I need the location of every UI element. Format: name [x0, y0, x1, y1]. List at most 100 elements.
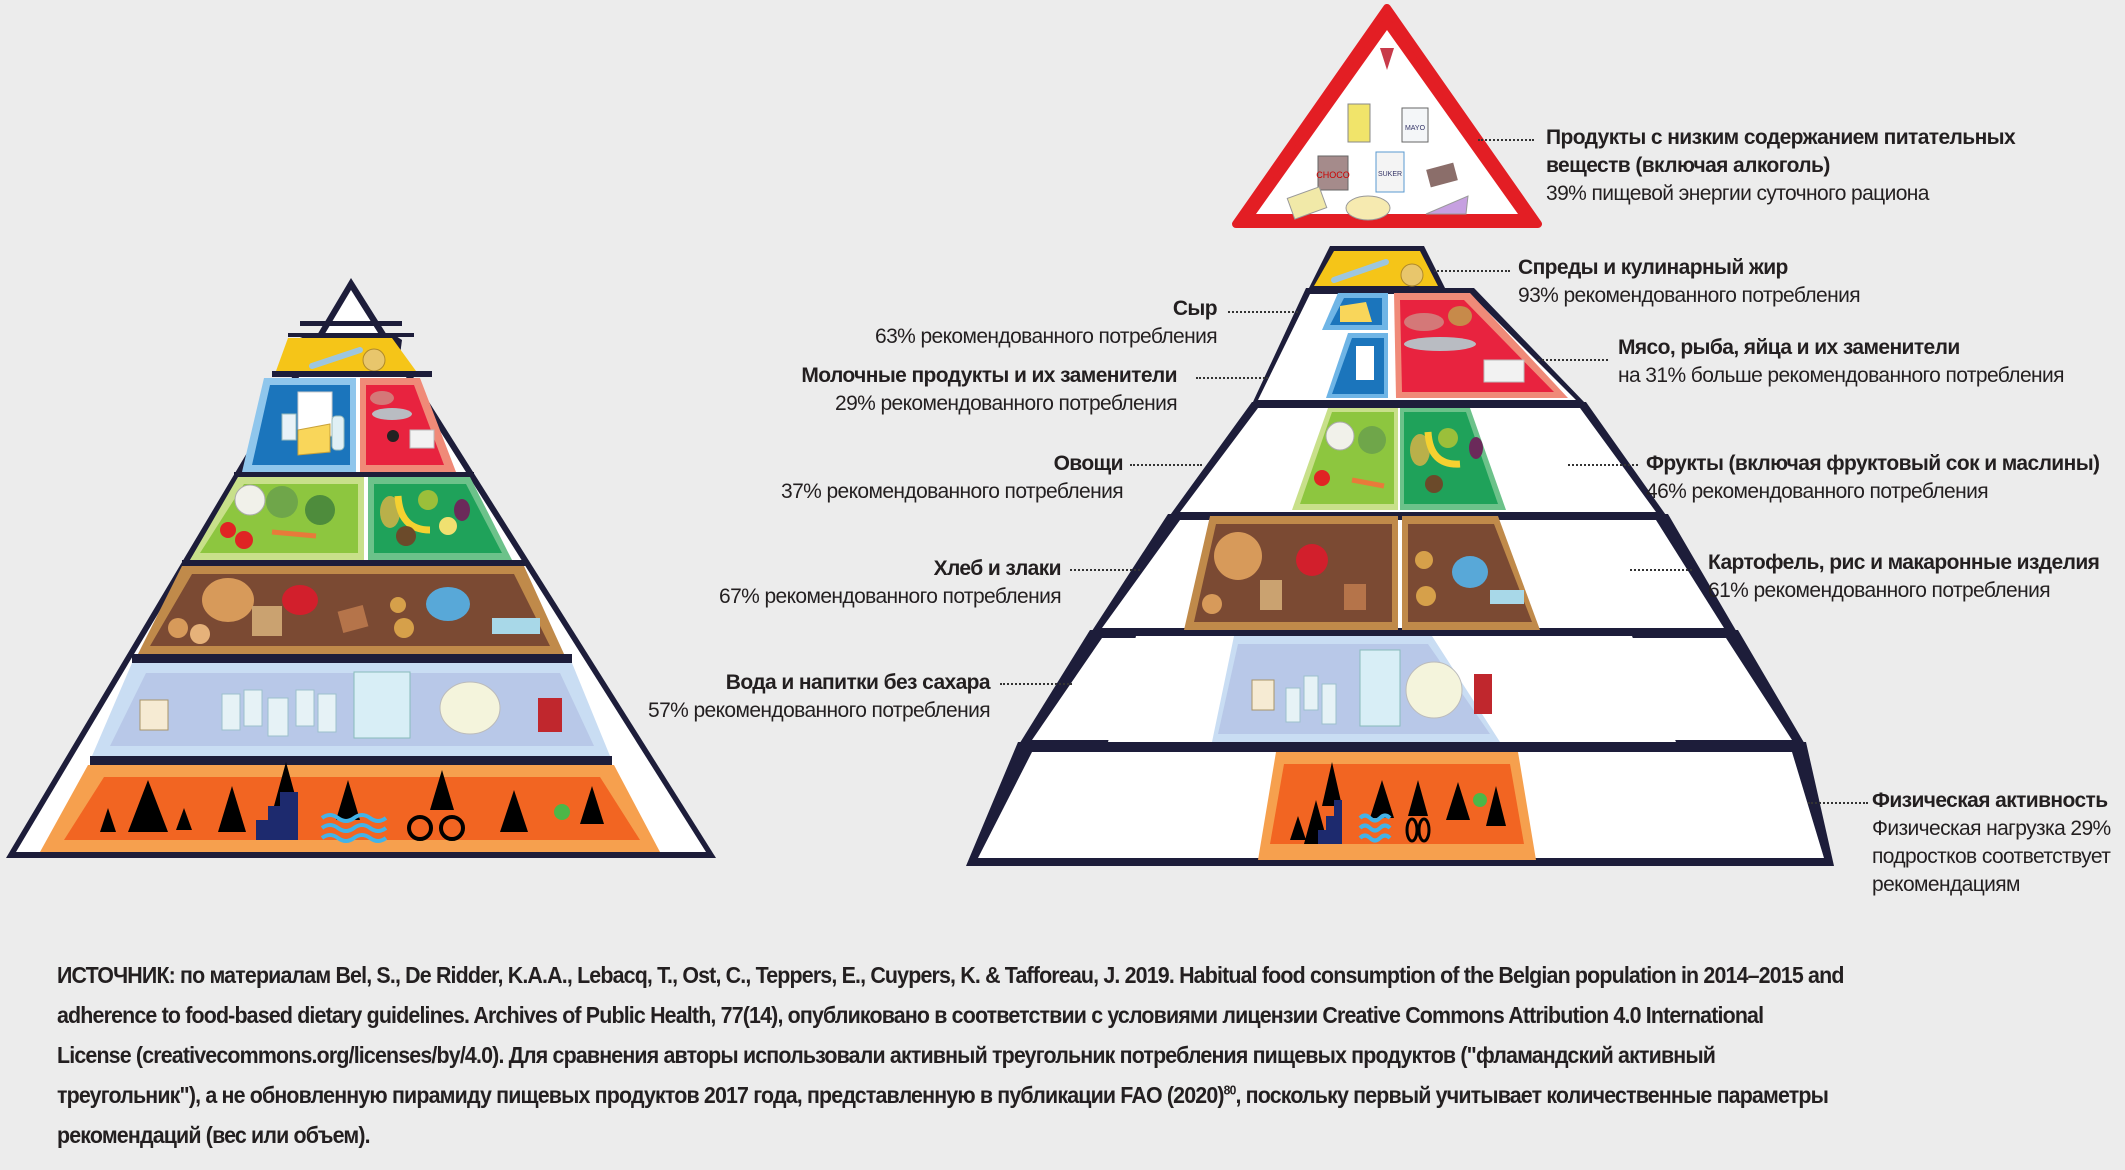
label-potatoes-title: Картофель, рис и макаронные изделия [1708, 551, 2100, 574]
plum-icon [454, 499, 470, 521]
right-food-pyramid: CHOCO SUKER MAYO [966, 4, 1834, 866]
bottle-icon [331, 415, 345, 451]
fish-icon [1404, 337, 1476, 351]
source-line-4b: , поскольку первый учитывает количествен… [1235, 1082, 1829, 1108]
label-low-nutrient-title-2: веществ (включая алкоголь) [1546, 154, 1830, 177]
water-glasses-icon [221, 689, 337, 737]
coffee-cup-icon [139, 699, 169, 731]
source-citation: ИСТОЧНИК: по материалам Bel, S., De Ridd… [57, 955, 1926, 1155]
teapot-icon [1405, 661, 1463, 719]
tennis-ball-icon [554, 804, 570, 820]
water-jug-icon [1359, 649, 1401, 727]
pasta-box-icon [492, 618, 540, 634]
apple-icon [418, 490, 438, 510]
steak-icon [1404, 313, 1444, 331]
label-meat: Мясо, рыба, яйца и их заменители на 31% … [1618, 334, 2065, 390]
choco-jar-icon [1317, 155, 1349, 191]
label-activity-value-3: рекомендациям [1872, 873, 2020, 896]
left-divider [234, 472, 474, 477]
cereal-bowl-icon [1296, 544, 1328, 576]
banana-icon [394, 495, 431, 534]
label-activity-value-2: подростков соответствует [1872, 845, 2111, 868]
leader-dairy [1196, 377, 1268, 379]
source-line-3: License (creativecommons.org/licenses/by… [57, 1042, 1716, 1068]
leader-cheese [1228, 311, 1298, 313]
cabbage-icon [305, 495, 335, 525]
roll-icon [190, 624, 210, 644]
potato-icon [390, 597, 406, 613]
left-tip-divider-2 [288, 333, 414, 337]
label-water-title: Вода и напитки без сахара [725, 671, 991, 694]
cauliflower-icon [234, 484, 266, 516]
label-activity: Физическая активность Физическая нагрузк… [1872, 787, 2111, 899]
knife-icon [309, 347, 363, 369]
footnote-ref[interactable]: 80 [1223, 1082, 1237, 1098]
label-fruits-title: Фрукты (включая фруктовый сок и маслины) [1646, 452, 2100, 475]
left-tip-divider [300, 321, 402, 326]
bread-icon [202, 578, 254, 622]
label-bread-title: Хлеб и злаки [933, 557, 1062, 580]
source-line-4a: треугольник"), а не обновленную пирамиду… [57, 1082, 1225, 1108]
cracker-icon [337, 605, 369, 633]
kiwi-icon [1425, 475, 1443, 493]
potato-icon [394, 618, 414, 638]
pasta-box-icon [1490, 590, 1524, 604]
leader-bread [1070, 569, 1140, 571]
leader-potatoes [1630, 569, 1692, 571]
label-potatoes: Картофель, рис и макаронные изделия 61% … [1708, 549, 2100, 605]
label-water-value: 57% рекомендованного потребления [647, 699, 991, 722]
label-fruits: Фрукты (включая фруктовый сок и маслины)… [1646, 450, 2100, 506]
cheese-icon [1340, 302, 1372, 322]
mayo-label: MAYO [1405, 125, 1426, 132]
tea-glass-icon [1474, 674, 1492, 714]
leader-fruits [1568, 464, 1638, 466]
label-cheese-value: 63% рекомендованного потребления [874, 325, 1218, 348]
leader-activity [1808, 802, 1868, 804]
label-vegetables-value: 37% рекомендованного потребления [780, 480, 1124, 503]
roll-icon [1202, 594, 1222, 614]
plum-icon [1469, 437, 1483, 459]
teapot-icon [439, 681, 501, 735]
label-meat-title: Мясо, рыба, яйца и их заменители [1618, 336, 1960, 359]
swimming-waves-icon [1358, 813, 1392, 843]
label-water: Вода и напитки без сахара 57% рекомендов… [647, 669, 991, 725]
glass-icon [281, 413, 297, 441]
leader-water [1000, 683, 1072, 685]
label-dairy-title: Молочные продукты и их заменители [801, 364, 1177, 387]
source-line-5: рекомендаций (вес или объем). [57, 1122, 371, 1148]
lettuce-icon [266, 486, 298, 518]
kiwi-icon [396, 526, 416, 546]
label-activity-title: Физическая активность [1872, 789, 2108, 812]
steak-icon [370, 391, 394, 405]
pear-icon [1410, 434, 1430, 466]
label-activity-value-1: Физическая нагрузка 29% [1872, 817, 2111, 840]
fries-icon [1380, 48, 1394, 70]
label-cheese: Сыр 63% рекомендованного потребления [874, 295, 1218, 351]
tofu-icon [409, 429, 435, 449]
cheese-icon [297, 423, 331, 456]
label-dairy: Молочные продукты и их заменители 29% ре… [801, 362, 1177, 418]
leader-spreads [1434, 270, 1510, 272]
cake-icon [1425, 195, 1469, 215]
carrot-icon [271, 529, 317, 539]
apple-icon [1438, 428, 1458, 448]
label-bread-value: 67% рекомендованного потребления [718, 585, 1062, 608]
chocolate-bar-icon [1426, 162, 1458, 188]
coffee-cup-icon [1251, 679, 1275, 711]
tea-glass-icon [538, 698, 562, 732]
water-jug-icon [353, 671, 411, 739]
banana-icon [1424, 431, 1461, 468]
label-meat-value: на 31% больше рекомендованного потреблен… [1618, 364, 2065, 387]
label-vegetables: Овощи 37% рекомендованного потребления [780, 450, 1124, 506]
leader-meat [1538, 359, 1608, 361]
tomato-icon [220, 522, 236, 538]
stairs-icon [1318, 800, 1342, 844]
oil-spoon-icon [1400, 263, 1424, 287]
sugar-label: SUKER [1378, 171, 1402, 178]
milk-carton-icon [1356, 346, 1374, 380]
bread-icon [1214, 532, 1262, 580]
tomato-icon [1314, 470, 1330, 486]
leader-low-nutrient [1478, 139, 1534, 141]
pear-icon [380, 496, 400, 528]
label-spreads: Спреды и кулинарный жир 93% рекомендован… [1518, 254, 1861, 310]
